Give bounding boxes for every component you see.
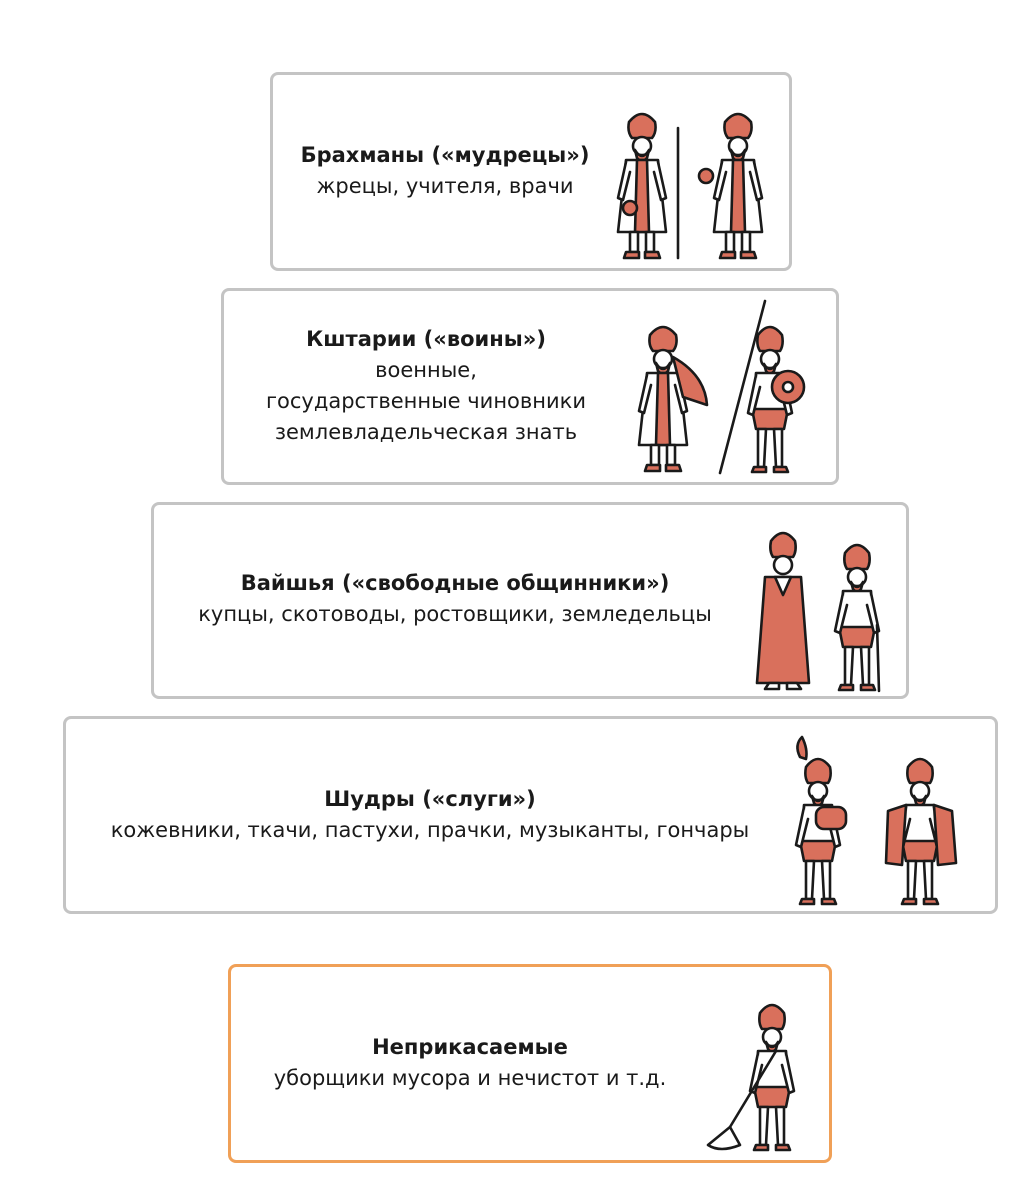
caste-title: Неприкасаемые (372, 1035, 568, 1059)
caste-desc-line: кожевники, ткачи, пастухи, прачки, музык… (110, 818, 750, 842)
brahmins-illustration (616, 112, 764, 260)
caste-desc-line: государственные чиновники (265, 389, 586, 413)
kshatriyas-illustration (637, 299, 806, 475)
caste-text-vaishyas: Вайшья («свободные общинники») купцы, ск… (165, 568, 745, 630)
shudras-illustration (794, 735, 958, 906)
caste-title: Брахманы («мудрецы») (300, 143, 590, 167)
caste-desc-line: купцы, скотоводы, ростовщики, земледельц… (198, 602, 712, 626)
caste-text-untouchables: Неприкасаемые уборщики мусора и нечистот… (245, 1032, 695, 1094)
caste-title: Вайшья («свободные общинники») (240, 571, 670, 595)
caste-text-kshatriyas: Кштарии («воины») военные, государственн… (236, 324, 616, 448)
untouchables-illustration (706, 1003, 796, 1152)
caste-desc-line: уборщики мусора и нечистот и т.д. (273, 1066, 667, 1090)
caste-text-brahmins: Брахманы («мудрецы») жрецы, учителя, вра… (290, 140, 600, 202)
caste-title: Шудры («слуги») (324, 787, 536, 811)
vaishyas-illustration (755, 531, 881, 693)
caste-desc-line: жрецы, учителя, врачи (316, 174, 574, 198)
caste-desc-line: военные, (375, 358, 477, 382)
caste-desc-line: землевладельческая знать (274, 420, 578, 444)
caste-title: Кштарии («воины») (306, 327, 546, 351)
caste-text-shudras: Шудры («слуги») кожевники, ткачи, пастух… (80, 784, 780, 846)
caste-box-kshatriyas (221, 288, 839, 485)
